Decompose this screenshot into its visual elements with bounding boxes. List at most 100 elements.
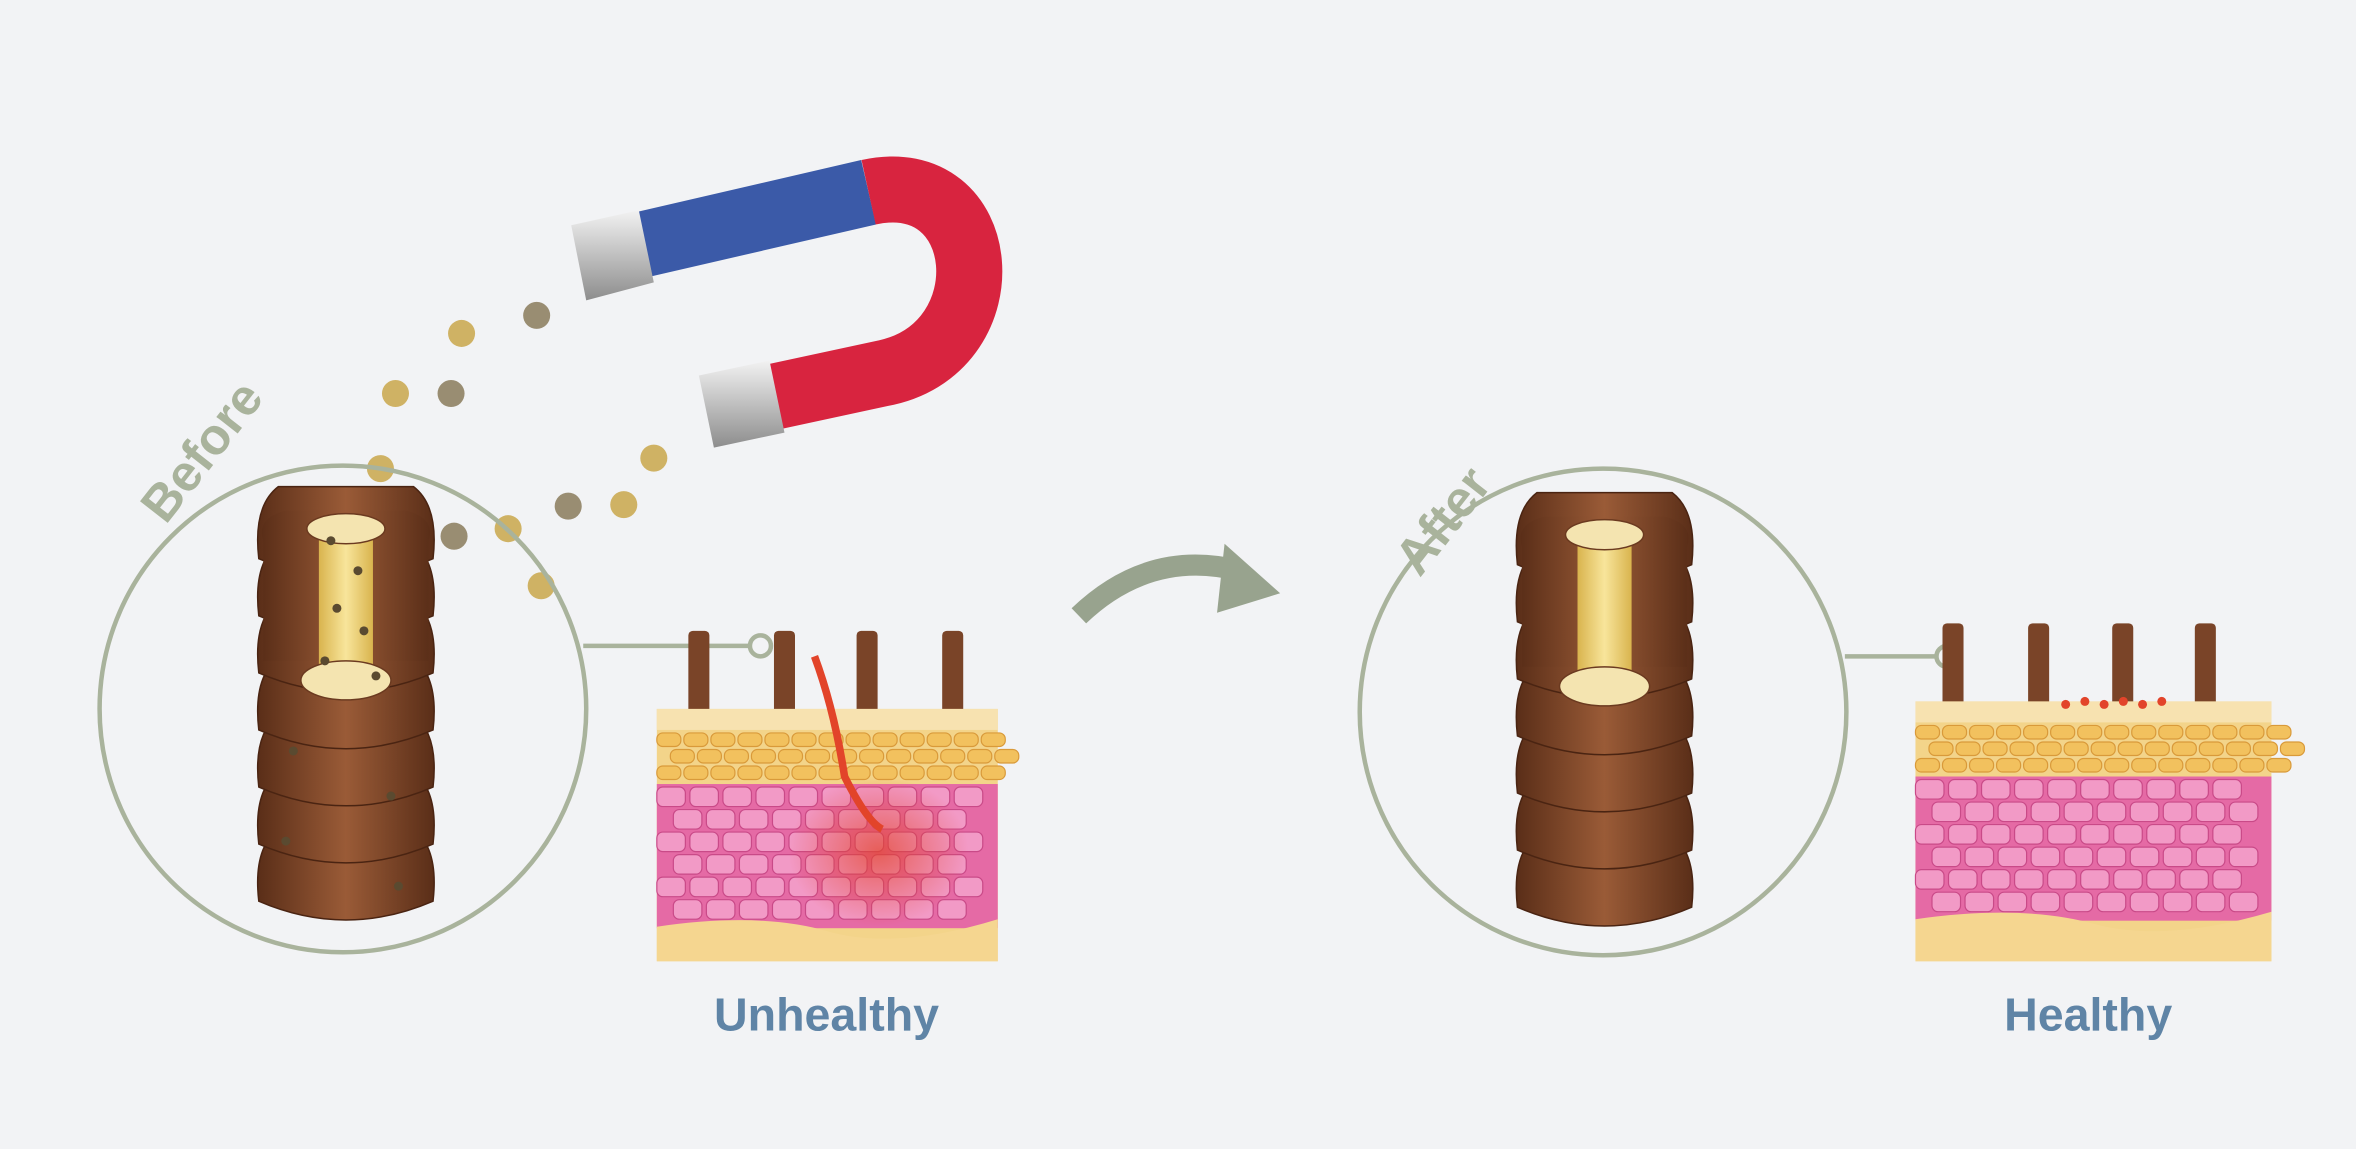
skin-cell bbox=[2228, 891, 2259, 913]
debris-particle bbox=[393, 881, 403, 891]
particle bbox=[610, 491, 638, 519]
skin-cell bbox=[2113, 778, 2143, 800]
particle bbox=[437, 379, 465, 408]
arrow-icon bbox=[1071, 543, 1281, 624]
skin-cell bbox=[2096, 846, 2127, 868]
skin-cell bbox=[2212, 869, 2242, 890]
skin-cell bbox=[689, 876, 720, 898]
skin-cell bbox=[937, 899, 967, 920]
epidermis-cell bbox=[2117, 741, 2143, 757]
epidermis-cell bbox=[1968, 757, 1995, 773]
skin-cell bbox=[2063, 846, 2094, 868]
skin-cell bbox=[755, 786, 786, 808]
epidermis-cell bbox=[899, 732, 925, 748]
particle bbox=[523, 301, 551, 329]
skin-cell bbox=[1997, 846, 2028, 868]
epidermis-cell bbox=[669, 748, 695, 764]
hair-strand bbox=[773, 630, 795, 721]
skin-cell bbox=[705, 899, 736, 920]
epidermis-cell bbox=[913, 748, 939, 764]
skin-cell bbox=[1914, 869, 1945, 890]
skin-cell bbox=[705, 808, 736, 830]
skin-cell bbox=[1964, 846, 1995, 868]
skin-cell bbox=[2129, 891, 2160, 913]
skin-cell bbox=[2047, 778, 2077, 800]
epidermis-cell bbox=[2279, 741, 2306, 757]
hair-shaft-healthy bbox=[1515, 491, 1694, 927]
epidermis-cell bbox=[953, 765, 979, 781]
debris-particle bbox=[326, 536, 336, 546]
epidermis-cell bbox=[2077, 757, 2103, 773]
skin-cell bbox=[1997, 801, 2028, 823]
skin-cell bbox=[656, 786, 686, 808]
debris-particle bbox=[320, 656, 330, 666]
epidermis-cell bbox=[710, 732, 736, 748]
epidermis-cell bbox=[2212, 724, 2238, 740]
epidermis-cell bbox=[1968, 724, 1995, 740]
sebum-dot bbox=[2118, 696, 2128, 706]
hair-shaft-damaged bbox=[256, 485, 435, 921]
skin-cell bbox=[656, 876, 686, 898]
skin-cell bbox=[2212, 778, 2242, 800]
skin-cell bbox=[689, 831, 720, 853]
debris-particle bbox=[332, 603, 342, 613]
skin-cell bbox=[722, 876, 753, 898]
skin-cell bbox=[2113, 869, 2143, 890]
skin-cell bbox=[1947, 778, 1978, 800]
hair-strand bbox=[2194, 623, 2216, 714]
inflammation bbox=[788, 776, 969, 927]
debris-particle bbox=[359, 626, 369, 636]
skin-cell bbox=[2063, 891, 2094, 913]
epidermis-cell bbox=[2252, 741, 2279, 757]
skin-cell bbox=[722, 831, 753, 853]
epidermis-cell bbox=[1941, 757, 1968, 773]
connector-dot bbox=[747, 633, 774, 659]
epidermis-cell bbox=[2185, 724, 2211, 740]
epidermis-cell bbox=[2225, 741, 2252, 757]
hair-strand bbox=[942, 630, 964, 721]
before-circle bbox=[97, 463, 589, 955]
skin-cell bbox=[2030, 801, 2061, 823]
skin-cell bbox=[2228, 846, 2259, 868]
skin-cell bbox=[2080, 778, 2110, 800]
epidermis-cell bbox=[2090, 741, 2116, 757]
skin-cell bbox=[2195, 846, 2226, 868]
skin-cell bbox=[1980, 778, 2011, 800]
epidermis-cell bbox=[696, 748, 723, 764]
epidermis-cell bbox=[2104, 757, 2130, 773]
epidermis-cell bbox=[2144, 741, 2170, 757]
skin-surface bbox=[656, 708, 998, 730]
skin-cell bbox=[1947, 823, 1978, 845]
epidermis-cell bbox=[2266, 724, 2292, 740]
epidermis-cell bbox=[845, 732, 871, 748]
epidermis-cell bbox=[1995, 757, 2022, 773]
epidermis-cell bbox=[2185, 757, 2211, 773]
epidermis-cell bbox=[2266, 757, 2292, 773]
skin-cell bbox=[953, 786, 984, 808]
skin-cell bbox=[2047, 823, 2077, 845]
epidermis-cell bbox=[2050, 757, 2076, 773]
particle bbox=[554, 492, 582, 520]
skin-cell bbox=[1914, 823, 1945, 845]
particle bbox=[381, 379, 409, 408]
after-circle bbox=[1357, 466, 1849, 958]
epidermis-cell bbox=[764, 765, 790, 781]
skin-cell bbox=[755, 831, 786, 853]
epidermis-cell bbox=[1928, 741, 1954, 757]
epidermis-cell bbox=[656, 765, 682, 781]
hair-strand bbox=[688, 630, 710, 721]
epidermis-cell bbox=[886, 748, 912, 764]
skin-cell bbox=[672, 808, 703, 830]
skin-cell bbox=[1997, 891, 2028, 913]
debris-particle bbox=[281, 836, 291, 846]
skin-cell bbox=[738, 854, 769, 875]
sebum-dot bbox=[2099, 699, 2109, 709]
magnet-pole-cap bbox=[698, 360, 785, 448]
skin-cell bbox=[1947, 869, 1978, 890]
skin-cell bbox=[2146, 823, 2176, 845]
epidermis-cell bbox=[2239, 724, 2265, 740]
healthy-label: Healthy bbox=[2004, 988, 2172, 1040]
skin-cell bbox=[672, 899, 703, 920]
skin-cell bbox=[2146, 869, 2176, 890]
